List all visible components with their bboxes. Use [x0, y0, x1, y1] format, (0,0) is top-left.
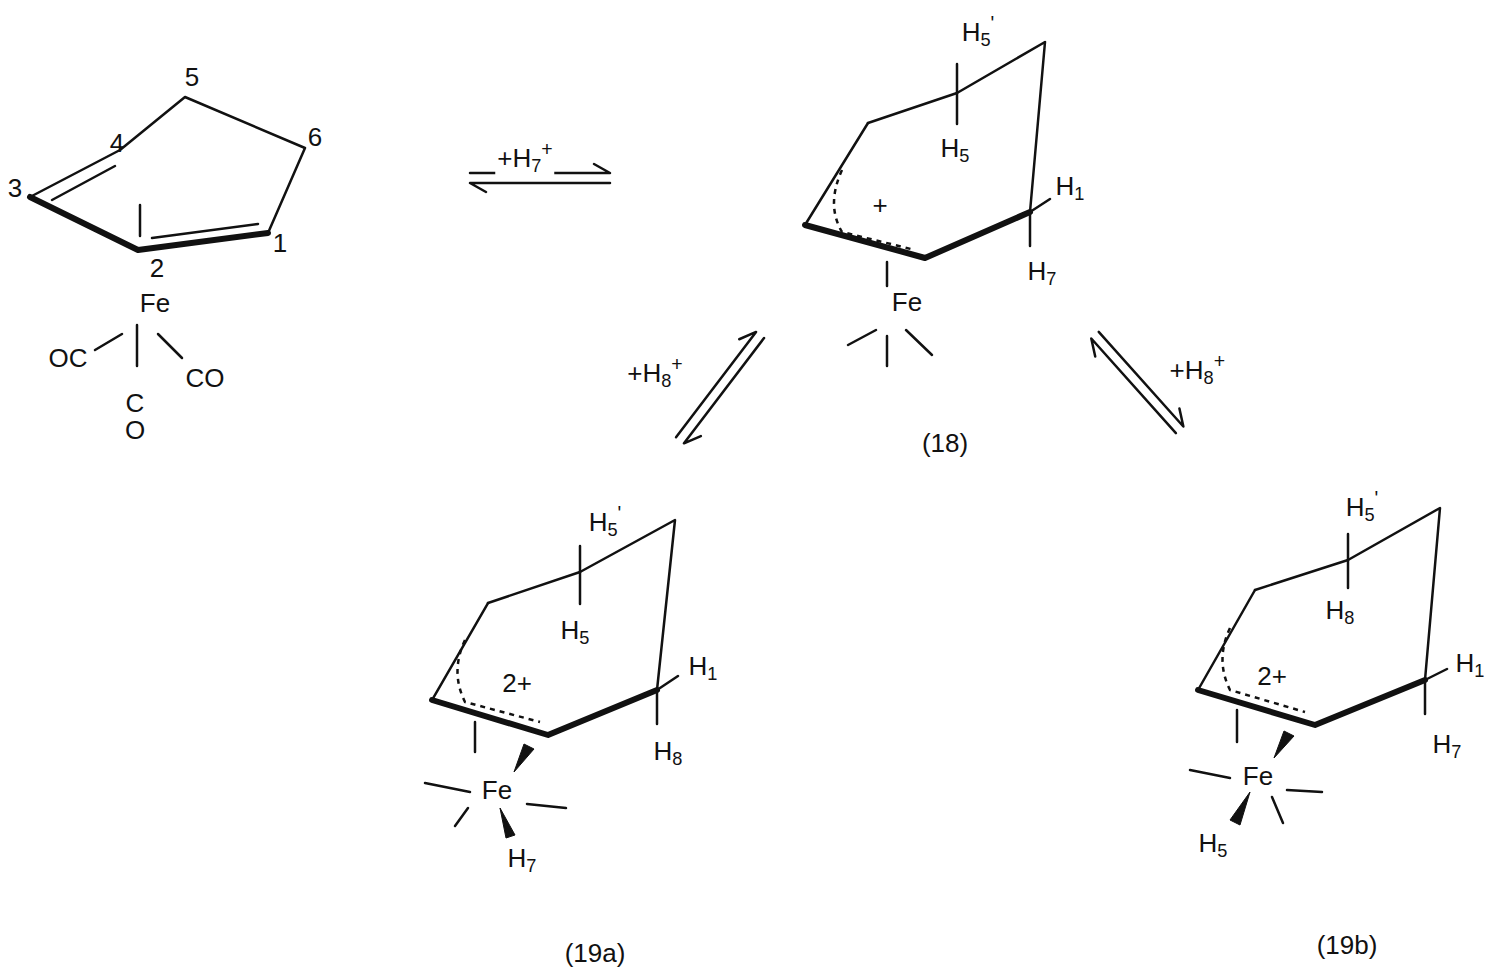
cation-19a-structure: [425, 520, 678, 838]
atom-label: H8: [1326, 597, 1355, 628]
half-arrow: [684, 338, 764, 443]
atom-label: 3: [8, 175, 22, 201]
cation-18-structure: [805, 42, 1050, 366]
atom-label: 2+: [1257, 663, 1287, 689]
atom-label: H5': [1346, 489, 1379, 524]
reagent-label: +H7+: [495, 139, 554, 176]
atom-label: H5: [561, 617, 590, 648]
half-arrow: [1091, 338, 1176, 433]
atom-label: H8: [654, 738, 683, 769]
atom-label: H1: [1456, 650, 1485, 681]
compound-number: (18): [922, 430, 968, 456]
atom-label: 1: [273, 230, 287, 256]
atom-label: H5: [1199, 830, 1228, 861]
compound-number: (19a): [565, 940, 626, 966]
reagent-label: +H8+: [625, 354, 684, 391]
atom-label: C: [126, 390, 145, 416]
atom-label: O: [125, 417, 145, 443]
atom-label: +: [872, 192, 887, 218]
compound-number: (19b): [1317, 932, 1378, 958]
atom-label: 4: [110, 130, 124, 156]
atom-label: 5: [185, 64, 199, 90]
atom-label: Fe: [892, 289, 922, 315]
atom-label: 2: [150, 255, 164, 281]
structure-region: H5' H5 + H1Fe H7 (18): [800, 10, 1095, 460]
structure-region: H5' H8 2+ H1H7FeH5 (19b): [1185, 485, 1496, 975]
atom-label: Fe: [140, 290, 170, 316]
atom-label: H7: [508, 845, 537, 876]
atom-label: H7: [1028, 258, 1057, 289]
atom-label: OC: [49, 345, 88, 371]
atom-label: H5': [589, 504, 622, 539]
atom-label: H1: [689, 653, 718, 684]
atom-label: 2+: [502, 670, 532, 696]
half-arrow: [470, 183, 610, 192]
atom-label: CO: [186, 365, 225, 391]
reagent-label: +H8+: [1168, 352, 1227, 389]
diene-complex-structure: [30, 97, 305, 366]
structure-region: 5 4 6 3 2 1FeOC CO CO: [5, 60, 330, 445]
half-arrow: [676, 332, 756, 437]
structure-region: H5' H5 2+ H1Fe H8H7 (19a): [420, 500, 760, 975]
atom-label: 6: [308, 124, 322, 150]
atom-label: H5': [962, 14, 995, 49]
atom-label: H7: [1433, 731, 1462, 762]
atom-label: Fe: [1243, 763, 1273, 789]
atom-label: H5: [941, 135, 970, 166]
equilibrium-arrow: [676, 332, 764, 443]
atom-label: H1: [1056, 173, 1085, 204]
cation-19b-structure: [1190, 508, 1447, 825]
atom-label: Fe: [482, 777, 512, 803]
